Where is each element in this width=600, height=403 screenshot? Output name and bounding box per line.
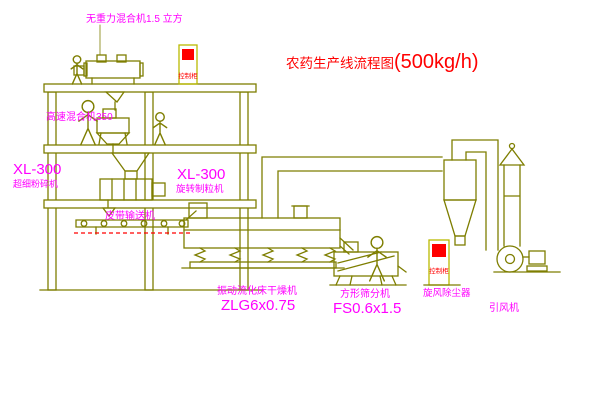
control-cabinet-upper: 控制柜 — [178, 44, 198, 85]
belt-conveyor — [74, 210, 197, 235]
fluid-bed-dryer — [181, 202, 354, 269]
label-sieve-name: 方形筛分机 — [340, 287, 390, 300]
label-granulator-model: XL-300 — [177, 166, 225, 183]
diagram-title: 农药生产线流程图(500kg/h) — [286, 51, 479, 73]
building-structure — [39, 83, 263, 291]
label-pulverizer-model: XL-300 — [13, 161, 61, 178]
rotary-granulator — [99, 178, 166, 218]
worker-figure-1 — [70, 54, 84, 85]
control-cabinet-lower: 控制柜 — [423, 239, 461, 286]
label-dryer-name: 振动流化床干燥机 — [217, 284, 297, 297]
cyclone-separator — [443, 139, 499, 251]
label-sieve-model: FS0.6x1.5 — [333, 300, 401, 317]
induced-draft-fan — [493, 245, 561, 273]
diagram-title-capacity: (500kg/h) — [394, 51, 479, 73]
control-cabinet-lower-label: 控制柜 — [429, 266, 449, 275]
feed-hopper — [110, 152, 151, 180]
label-dryer-model: ZLG6x0.75 — [221, 297, 295, 314]
label-gravity-mixer: 无重力混合机1.5 立方 — [86, 12, 183, 25]
diagram-title-main: 农药生产线流程图 — [286, 56, 394, 71]
exhaust-duct — [261, 156, 443, 219]
high-speed-mixer — [95, 108, 131, 154]
label-high-speed-mixer: 高速混合机350 — [46, 110, 113, 123]
label-fan-name: 引风机 — [489, 301, 519, 314]
label-belt-conveyor: 皮带输送机 — [105, 209, 155, 222]
square-sieve — [329, 241, 407, 286]
worker-figure-3 — [152, 111, 168, 146]
label-granulator-name: 旋转制粒机 — [176, 183, 224, 195]
control-cabinet-upper-label: 控制柜 — [178, 71, 198, 80]
exhaust-stack — [498, 142, 526, 247]
label-cyclone-name: 旋风除尘器 — [423, 287, 471, 299]
label-pulverizer-name: 超细粉碎机 — [13, 178, 58, 189]
